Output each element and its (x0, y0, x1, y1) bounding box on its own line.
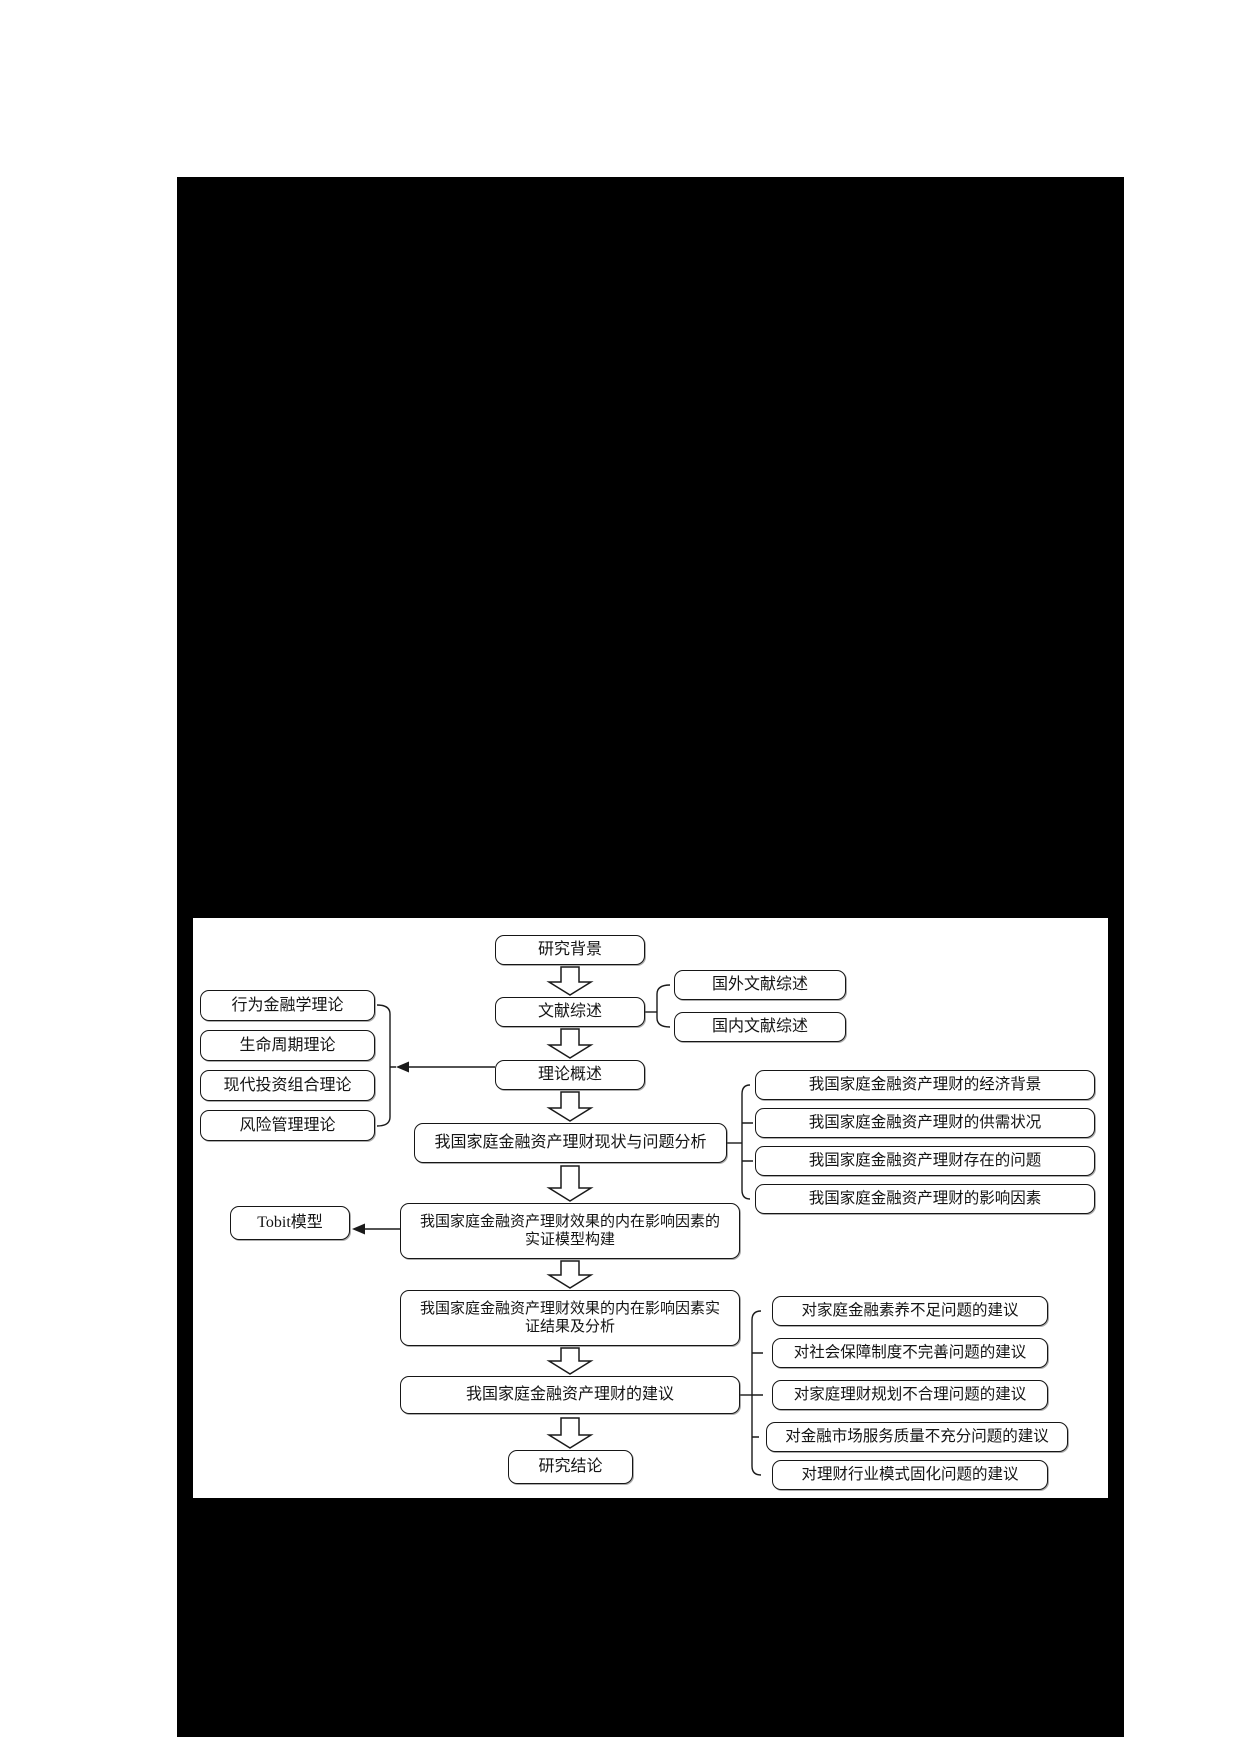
node-modern-portfolio-theory: 现代投资组合理论 (200, 1070, 375, 1101)
node-tobit-model: Tobit模型 (230, 1206, 350, 1240)
suggestions-bracket (740, 1310, 763, 1476)
analysis-bracket (727, 1084, 753, 1200)
node-supply-demand-status: 我国家庭金融资产理财的供需状况 (755, 1108, 1095, 1138)
flowchart-connectors (352, 966, 763, 1476)
node-empirical-model-construction: 我国家庭金融资产理财效果的内在影响因素的 实证模型构建 (400, 1203, 740, 1259)
node-theory-overview: 理论概述 (495, 1060, 645, 1090)
node-suggestion-social-security: 对社会保障制度不完善问题的建议 (772, 1338, 1048, 1368)
left-arrowhead (396, 1061, 409, 1073)
node-influencing-factors: 我国家庭金融资产理财的影响因素 (755, 1184, 1095, 1214)
node-status-problem-analysis: 我国家庭金融资产理财现状与问题分析 (414, 1123, 727, 1163)
left-arrowhead (352, 1223, 365, 1235)
node-suggestion-financial-literacy: 对家庭金融素养不足问题的建议 (772, 1296, 1048, 1326)
tobit-arrow (352, 1223, 400, 1235)
node-life-cycle-theory: 生命周期理论 (200, 1030, 375, 1061)
theory-bracket (376, 1004, 495, 1127)
node-behavioral-finance-theory: 行为金融学理论 (200, 990, 375, 1021)
node-suggestion-industry-model: 对理财行业模式固化问题的建议 (772, 1460, 1048, 1490)
node-economic-background: 我国家庭金融资产理财的经济背景 (755, 1070, 1095, 1100)
node-foreign-literature: 国外文献综述 (674, 970, 846, 1000)
node-conclusion: 研究结论 (508, 1450, 633, 1484)
node-suggestions: 我国家庭金融资产理财的建议 (400, 1376, 740, 1414)
node-literature-review: 文献综述 (495, 997, 645, 1027)
node-domestic-literature: 国内文献综述 (674, 1012, 846, 1042)
down-block-arrows (546, 966, 594, 1449)
node-research-background: 研究背景 (495, 935, 645, 965)
node-empirical-results-analysis: 我国家庭金融资产理财效果的内在影响因素实 证结果及分析 (400, 1290, 740, 1346)
node-risk-management-theory: 风险管理理论 (200, 1110, 375, 1141)
literature-bracket (645, 984, 671, 1028)
node-suggestion-financial-planning: 对家庭理财规划不合理问题的建议 (772, 1380, 1048, 1410)
node-existing-problems: 我国家庭金融资产理财存在的问题 (755, 1146, 1095, 1176)
research-framework-figure: 研究背景 文献综述 国外文献综述 国内文献综述 理论概述 行为金融学理论 生命周… (193, 918, 1108, 1498)
node-suggestion-market-service: 对金融市场服务质量不充分问题的建议 (766, 1422, 1068, 1452)
